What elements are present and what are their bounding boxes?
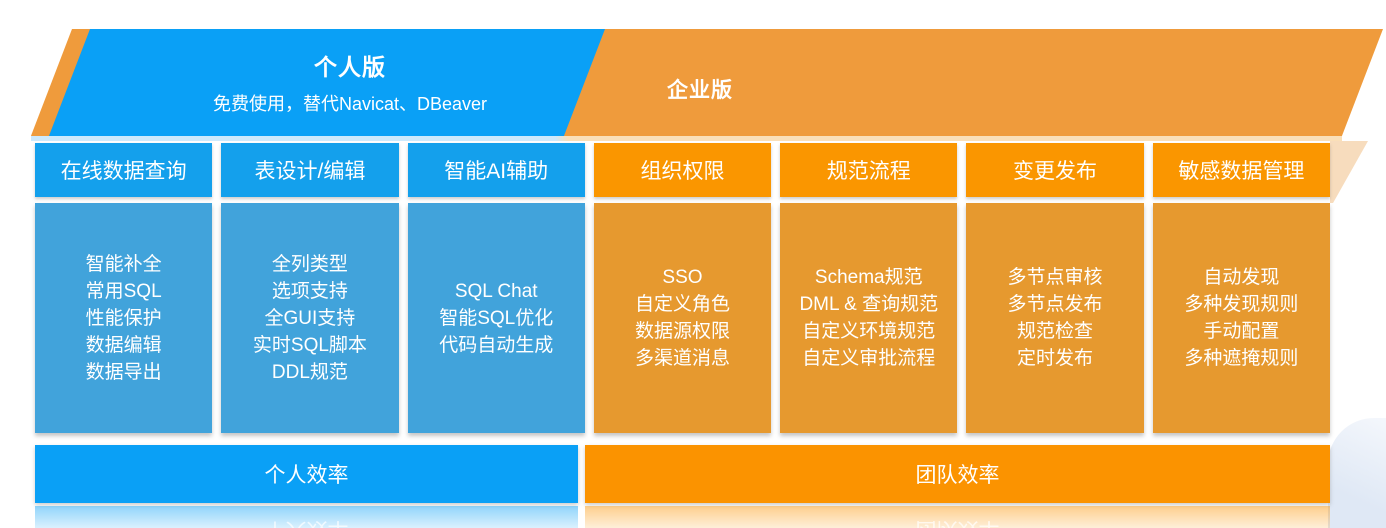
column-online-query: 在线数据查询 智能补全 常用SQL 性能保护 数据编辑 数据导出 bbox=[35, 143, 213, 433]
column-header: 敏感数据管理 bbox=[1152, 143, 1330, 197]
feature-columns: 在线数据查询 智能补全 常用SQL 性能保护 数据编辑 数据导出 表设计/编辑 … bbox=[35, 143, 1330, 433]
personal-edition-title: 个人版 bbox=[314, 54, 386, 80]
column-process-standards: 规范流程 Schema规范 DML & 查询规范 自定义环境规范 自定义审批流程 bbox=[780, 143, 958, 433]
column-header: 组织权限 bbox=[593, 143, 772, 197]
column-header: 在线数据查询 bbox=[35, 143, 213, 197]
column-feature-list: 多节点审核 多节点发布 规范检查 定时发布 bbox=[966, 203, 1144, 433]
banner-bottom-edge bbox=[31, 136, 1342, 141]
column-header: 智能AI辅助 bbox=[407, 143, 585, 197]
team-efficiency-bar: 团队效率 bbox=[585, 445, 1330, 503]
banner-fold-decoration bbox=[1330, 141, 1368, 203]
column-feature-list: 全列类型 选项支持 全GUI支持 实时SQL脚本 DDL规范 bbox=[221, 203, 399, 433]
column-org-permissions: 组织权限 SSO 自定义角色 数据源权限 多渠道消息 bbox=[593, 143, 772, 433]
column-feature-list: 自动发现 多种发现规则 手动配置 多种遮掩规则 bbox=[1152, 203, 1330, 433]
column-header: 变更发布 bbox=[966, 143, 1144, 197]
background-corner-shape bbox=[1328, 418, 1386, 528]
column-change-release: 变更发布 多节点审核 多节点发布 规范检查 定时发布 bbox=[966, 143, 1144, 433]
column-feature-list: Schema规范 DML & 查询规范 自定义环境规范 自定义审批流程 bbox=[780, 203, 958, 433]
column-table-design: 表设计/编辑 全列类型 选项支持 全GUI支持 实时SQL脚本 DDL规范 bbox=[221, 143, 399, 433]
team-bar-reflection: 团队效率 bbox=[585, 506, 1330, 528]
column-sensitive-data: 敏感数据管理 自动发现 多种发现规则 手动配置 多种遮掩规则 bbox=[1152, 143, 1330, 433]
enterprise-edition-title: 企业版 bbox=[667, 79, 733, 102]
personal-efficiency-label: 个人效率 bbox=[264, 464, 349, 487]
column-header: 表设计/编辑 bbox=[221, 143, 399, 197]
personal-efficiency-bar: 个人效率 bbox=[35, 445, 578, 503]
column-ai-assist: 智能AI辅助 SQL Chat 智能SQL优化 代码自动生成 bbox=[407, 143, 585, 433]
personal-banner-text: 个人版 免费使用，替代Navicat、DBeaver bbox=[110, 48, 590, 116]
team-efficiency-label: 团队效率 bbox=[915, 464, 1000, 487]
column-feature-list: 智能补全 常用SQL 性能保护 数据编辑 数据导出 bbox=[35, 203, 213, 433]
column-feature-list: SQL Chat 智能SQL优化 代码自动生成 bbox=[407, 203, 585, 433]
enterprise-banner-text: 企业版 bbox=[640, 74, 760, 104]
personal-bar-reflection: 个人效率 bbox=[35, 506, 578, 528]
column-feature-list: SSO 自定义角色 数据源权限 多渠道消息 bbox=[593, 203, 772, 433]
column-header: 规范流程 bbox=[780, 143, 958, 197]
personal-edition-subtitle: 免费使用，替代Navicat、DBeaver bbox=[212, 94, 488, 114]
